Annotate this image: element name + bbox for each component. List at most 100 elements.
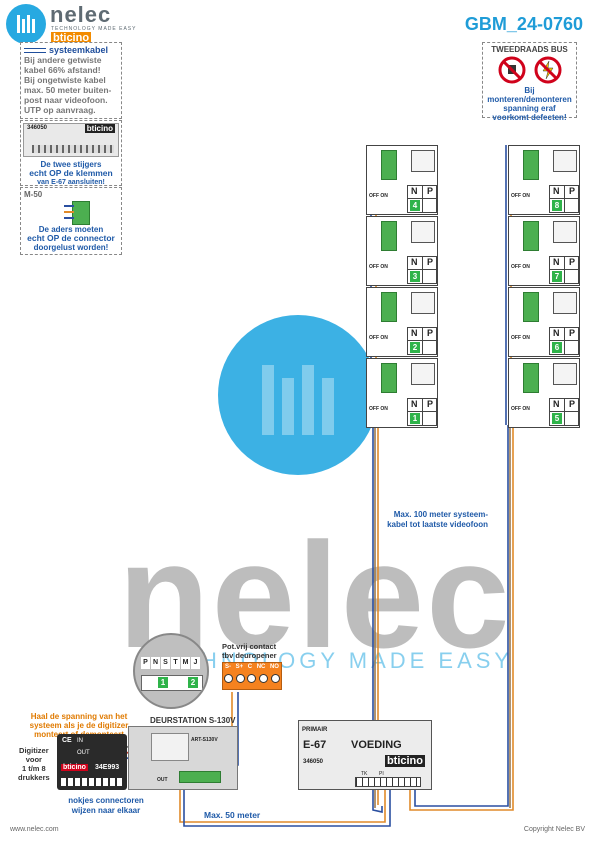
- digitizer-side-line: drukkers: [18, 773, 50, 782]
- videophone-np-grid: [549, 398, 579, 426]
- videophone-terminal-block: [381, 363, 397, 393]
- digitizer-bottom-line2: wijzen naar elkaar: [71, 806, 141, 815]
- m50-note-line3: doorgelust worden!: [33, 243, 109, 252]
- videophone-terminal-block: [381, 221, 397, 251]
- no-plug-icon: [498, 56, 525, 84]
- digitizer-terminal-strip: [61, 778, 123, 786]
- digitizer-unit: CE IN OUT bticino 34E993: [57, 734, 127, 790]
- cable-length-line1: Max. 100 meter systeem-: [393, 510, 488, 519]
- digitizer-side-line: voor: [25, 755, 42, 764]
- cable-note-line: kabel 66% afstand!: [24, 65, 101, 75]
- bus-warning-line3: voorkomt defecten!: [492, 113, 567, 122]
- m50-title: M-50: [24, 190, 43, 199]
- videophone-terminal-block: [523, 363, 539, 393]
- door-terminal-label: P: [141, 657, 150, 669]
- videophone-unit: OFF ON1NP: [366, 358, 438, 428]
- door-station-title: DEURSTATION S-130V: [150, 716, 236, 725]
- nelec-logo-icon: [6, 4, 46, 44]
- videophone-screen-icon: [553, 363, 577, 385]
- terminal-strip: [32, 145, 114, 153]
- videophone-screen-icon: [411, 150, 435, 172]
- bus-warning-title: TWEEDRAADS BUS: [491, 45, 568, 54]
- m50-note-line2: echt OP de connector: [27, 233, 115, 243]
- digitizer-side-line: Digitizer: [19, 746, 49, 755]
- off-on-switch-label: OFF ON: [369, 406, 388, 412]
- off-on-switch-label: OFF ON: [511, 335, 530, 341]
- contact-terminal: NO: [269, 664, 279, 670]
- videophone-unit: OFF ON5NP: [508, 358, 580, 428]
- m50-connector-icon: [64, 199, 92, 225]
- cable-length-note: Max. 100 meter systeem- kabel tot laatst…: [368, 510, 488, 530]
- bus-warning-box: TWEEDRAADS BUS Bij monteren/demonteren s…: [482, 42, 577, 122]
- terminal-note-line3: van E-67 aansluiten!: [37, 179, 105, 186]
- contact-terminal-labels: S- S+ C NC NO: [223, 663, 281, 671]
- power-name: VOEDING: [351, 739, 402, 751]
- footer-website: www.nelec.com: [10, 826, 59, 833]
- power-supply-unit: PRIMAIR E-67 VOEDING 346050 bticino TK P…: [298, 720, 432, 790]
- terminal-note-line2: echt OP de klemmen: [29, 168, 113, 178]
- videophone-terminal-block: [523, 221, 539, 251]
- terminal-note-box: 346050 bticino De twee stijgers echt OP …: [20, 120, 122, 186]
- partner-brand: bticino: [51, 32, 92, 44]
- videophone-np-grid: [549, 256, 579, 284]
- contact-line2: tbv deuropener: [222, 651, 277, 660]
- videophone-unit: OFF ON2NP: [366, 287, 438, 357]
- digitizer-side-label: Digitizer voor 1 t/m 8 drukkers: [18, 746, 50, 782]
- terminal-note-line1: De twee stijgers: [40, 160, 102, 169]
- videophone-np-grid: [407, 327, 437, 355]
- power-model: E-67: [303, 739, 327, 751]
- off-on-switch-label: OFF ON: [511, 406, 530, 412]
- door-station-connector: [179, 771, 221, 783]
- cable-note-line: Bij andere getwiste: [24, 55, 102, 65]
- cable-note-box: systeemkabel Bij andere getwiste kabel 6…: [20, 42, 122, 119]
- cable-note-line: max. 50 meter buiten-: [24, 85, 112, 95]
- videophone-terminal-block: [523, 150, 539, 180]
- off-on-switch-label: OFF ON: [369, 193, 388, 199]
- cable-note-title-row: systeemkabel: [24, 45, 118, 55]
- door-terminal-block: 1 2: [141, 675, 203, 691]
- off-on-switch-label: OFF ON: [511, 193, 530, 199]
- videophone-unit: OFF ON3NP: [366, 216, 438, 286]
- videophone-np-grid: [407, 398, 437, 426]
- device-code: 346050: [27, 125, 48, 131]
- door-terminal-label: N: [151, 657, 160, 669]
- door-terminal-label: T: [171, 657, 180, 669]
- cable-length-line2: kabel tot laatste videofoon: [387, 520, 488, 529]
- document-code: GBM_24-0760: [464, 14, 583, 34]
- videophone-screen-icon: [553, 150, 577, 172]
- contact-terminal: NC: [256, 664, 266, 670]
- videophone-np-grid: [407, 256, 437, 284]
- videophone-screen-icon: [411, 292, 435, 314]
- door-terminal-label: S: [161, 657, 170, 669]
- contact-line1: Pot.vrij contact: [222, 642, 277, 651]
- digitizer-code: 34E993: [95, 764, 120, 771]
- max-50-meter-label: Max. 50 meter: [204, 810, 261, 820]
- cable-note-line: post naar videofoon.: [24, 95, 108, 105]
- cable-note-title: systeemkabel: [49, 45, 109, 55]
- digitizer-warning-line2: systeem als je de digitizer: [29, 721, 129, 730]
- power-code: 346050: [303, 759, 324, 765]
- device-brand: bticino: [84, 124, 115, 133]
- videophone-unit: OFF ON7NP: [508, 216, 580, 286]
- ce-mark-icon: CE: [62, 737, 72, 744]
- videophone-np-grid: [549, 185, 579, 213]
- door-terminal-label: M: [181, 657, 190, 669]
- e67-device-illustration: 346050 bticino: [23, 123, 119, 157]
- m50-note-box: M-50 De aders moeten echt OP de connecto…: [20, 187, 122, 255]
- videophone-terminal-block: [381, 292, 397, 322]
- digitizer-out-label: OUT: [77, 750, 90, 756]
- digitizer-bottom-line1: nokjes connectoren: [68, 796, 144, 805]
- brand-tagline: TECHNOLOGY MADE EASY: [51, 26, 137, 32]
- cable-note-line: Bij ongetwiste kabel: [24, 75, 106, 85]
- door-station-unit: ART-S130V OUT: [128, 726, 238, 790]
- power-terminal-strip: [355, 777, 421, 787]
- warning-icons: [485, 56, 574, 84]
- videophone-screen-icon: [411, 363, 435, 385]
- digitizer-in-label: IN: [77, 738, 83, 744]
- digitizer-brand: bticino: [61, 764, 88, 771]
- power-primary-label: PRIMAIR: [302, 727, 328, 733]
- videophone-screen-icon: [553, 292, 577, 314]
- door-station-out-label: OUT: [157, 777, 168, 783]
- footer-copyright: Copyright Nelec BV: [523, 826, 585, 833]
- digitizer-warning-line1: Haal de spanning van het: [30, 712, 128, 721]
